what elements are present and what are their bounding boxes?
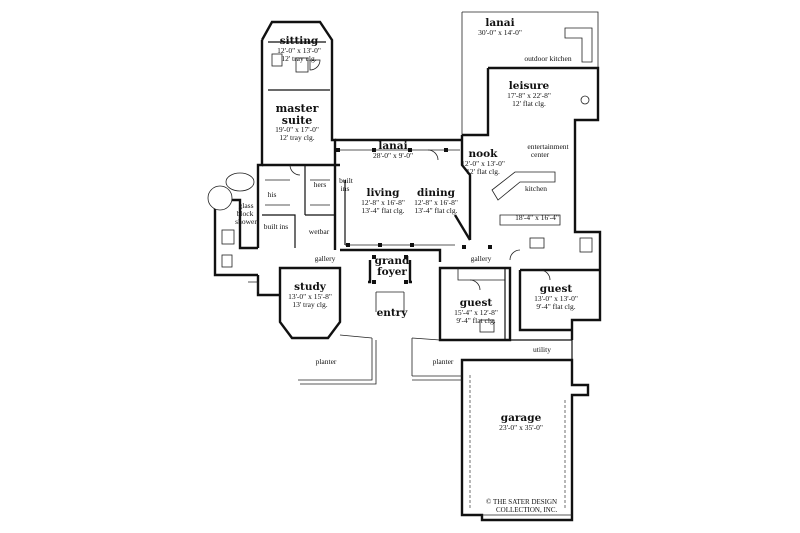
room-master-name-1: master xyxy=(275,102,319,115)
room-dining-dims: 12'-8" x 16'-8" xyxy=(414,198,458,208)
room-sitting-name: sitting xyxy=(279,35,319,47)
label-block: block xyxy=(236,209,254,218)
room-guest-left: guest 15'-4" x 12'-8" 9'-4" flat clg. xyxy=(454,297,498,325)
room-living-dims: 12'-8" x 16'-8" xyxy=(361,198,405,208)
guest-right-walls xyxy=(518,268,600,332)
label-his: his xyxy=(267,190,277,199)
room-study-name: study xyxy=(294,281,326,293)
label-hers: hers xyxy=(313,180,327,189)
room-master-ceiling: 12' tray clg. xyxy=(279,132,315,142)
study-walls xyxy=(278,266,342,340)
room-dining-name: dining xyxy=(417,187,455,199)
label-shower: shower xyxy=(235,217,257,226)
room-study: study 13'-0" x 15'-8" 13' tray clg. xyxy=(288,281,332,309)
label-planter-left: planter xyxy=(315,357,337,366)
label-entry: entry xyxy=(377,307,408,319)
garage-walls xyxy=(460,358,590,522)
copyright-line-1: © THE SATER DESIGN xyxy=(486,498,558,506)
label-kitchen: kitchen xyxy=(524,184,548,193)
room-lanai-rear-dims: 28'-0" x 9'-0" xyxy=(372,151,414,161)
label-center: center xyxy=(530,150,550,159)
room-sitting-dims: 12'-0" x 13'-0" xyxy=(277,46,321,56)
room-leisure-dims: 17'-8" x 22'-8" xyxy=(507,91,551,101)
room-guest-left-name: guest xyxy=(459,297,493,309)
label-planter-right: planter xyxy=(432,357,454,366)
copyright-line-2: COLLECTION, INC. xyxy=(496,505,558,514)
room-leisure-name: leisure xyxy=(508,80,550,92)
room-living-name: living xyxy=(366,187,400,199)
label-built: built xyxy=(339,176,353,185)
room-study-dims: 13'-0" x 15'-8" xyxy=(288,292,332,302)
room-guest-right-name: guest xyxy=(539,283,573,295)
room-guest-right-ceiling: 9'-4" flat clg. xyxy=(536,301,576,311)
room-sitting: sitting 12'-0" x 13'-0" 12' tray clg. xyxy=(277,35,321,63)
leisure-walls xyxy=(488,66,600,200)
foyer-walls xyxy=(368,260,412,284)
room-lanai-outdoor: lanai 30'-0" x 14'-0" xyxy=(478,17,522,38)
room-foyer-name-1: grand xyxy=(374,255,410,267)
room-garage: garage 23'-0" x 35'-0" xyxy=(499,412,543,433)
label-built-ins: built ins xyxy=(263,222,289,231)
room-guest-right-dims: 13'-0" x 13'-0" xyxy=(534,294,578,304)
room-leisure-ceiling: 12' flat clg. xyxy=(512,98,546,108)
copyright-notice: © THE SATER DESIGN COLLECTION, INC. xyxy=(486,498,558,514)
room-garage-dims: 23'-0" x 35'-0" xyxy=(499,423,543,433)
room-foyer-name-2: foyer xyxy=(377,266,407,279)
planter-left xyxy=(298,338,377,385)
label-glass: glass xyxy=(238,201,254,210)
room-living-ceiling: 13'-4" flat clg. xyxy=(361,205,405,215)
label-gallery-left: gallery xyxy=(314,254,336,263)
label-wetbar: wetbar xyxy=(308,227,330,236)
room-master-dims: 19'-0" x 17'-0" xyxy=(275,125,319,135)
columns xyxy=(336,148,492,284)
room-master-suite: master suite 19'-0" x 17'-0" 12' tray cl… xyxy=(275,103,319,142)
room-guest-left-dims: 15'-4" x 12'-8" xyxy=(454,308,498,318)
label-outdoor-kitchen: outdoor kitchen xyxy=(524,54,572,63)
room-lanai-outdoor-dims: 30'-0" x 14'-0" xyxy=(478,28,522,38)
planter-right xyxy=(411,338,462,381)
room-master-name-2: suite xyxy=(281,113,313,127)
label-utility: utility xyxy=(533,345,551,354)
room-grand-foyer: grand foyer xyxy=(374,255,410,279)
label-entertainment: entertainment xyxy=(527,142,569,151)
room-nook-dims: 12'-0" x 13'-0" xyxy=(461,159,505,169)
room-study-ceiling: 13' tray clg. xyxy=(292,299,328,309)
room-garage-name: garage xyxy=(500,412,542,424)
kitchen-island xyxy=(491,171,556,201)
label-gallery-right: gallery xyxy=(470,254,492,263)
room-lanai-outdoor-name: lanai xyxy=(485,17,515,29)
room-nook-name: nook xyxy=(468,148,498,160)
room-lanai-rear-name: lanai xyxy=(378,140,408,152)
label-kitchen-dims: 18'-4" x 16'-4" xyxy=(515,213,559,222)
room-dining-ceiling: 13'-4" flat clg. xyxy=(414,205,458,215)
room-nook-ceiling: 12' flat clg. xyxy=(466,166,500,176)
room-leisure: leisure 17'-8" x 22'-8" 12' flat clg. xyxy=(507,80,551,108)
room-living: living 12'-8" x 16'-8" 13'-4" flat clg. xyxy=(361,187,405,215)
room-nook: nook 12'-0" x 13'-0" 12' flat clg. xyxy=(461,148,505,176)
room-sitting-ceiling: 12' tray clg. xyxy=(281,53,317,63)
label-entry-text: entry xyxy=(376,307,408,319)
room-guest-left-ceiling: 9'-4" flat clg. xyxy=(456,315,496,325)
label-ins: ins xyxy=(340,184,350,193)
room-guest-right: guest 13'-0" x 13'-0" 9'-4" flat clg. xyxy=(534,283,578,311)
room-dining: dining 12'-8" x 16'-8" 13'-4" flat clg. xyxy=(414,187,458,215)
room-lanai-rear: lanai 28'-0" x 9'-0" xyxy=(372,140,414,161)
